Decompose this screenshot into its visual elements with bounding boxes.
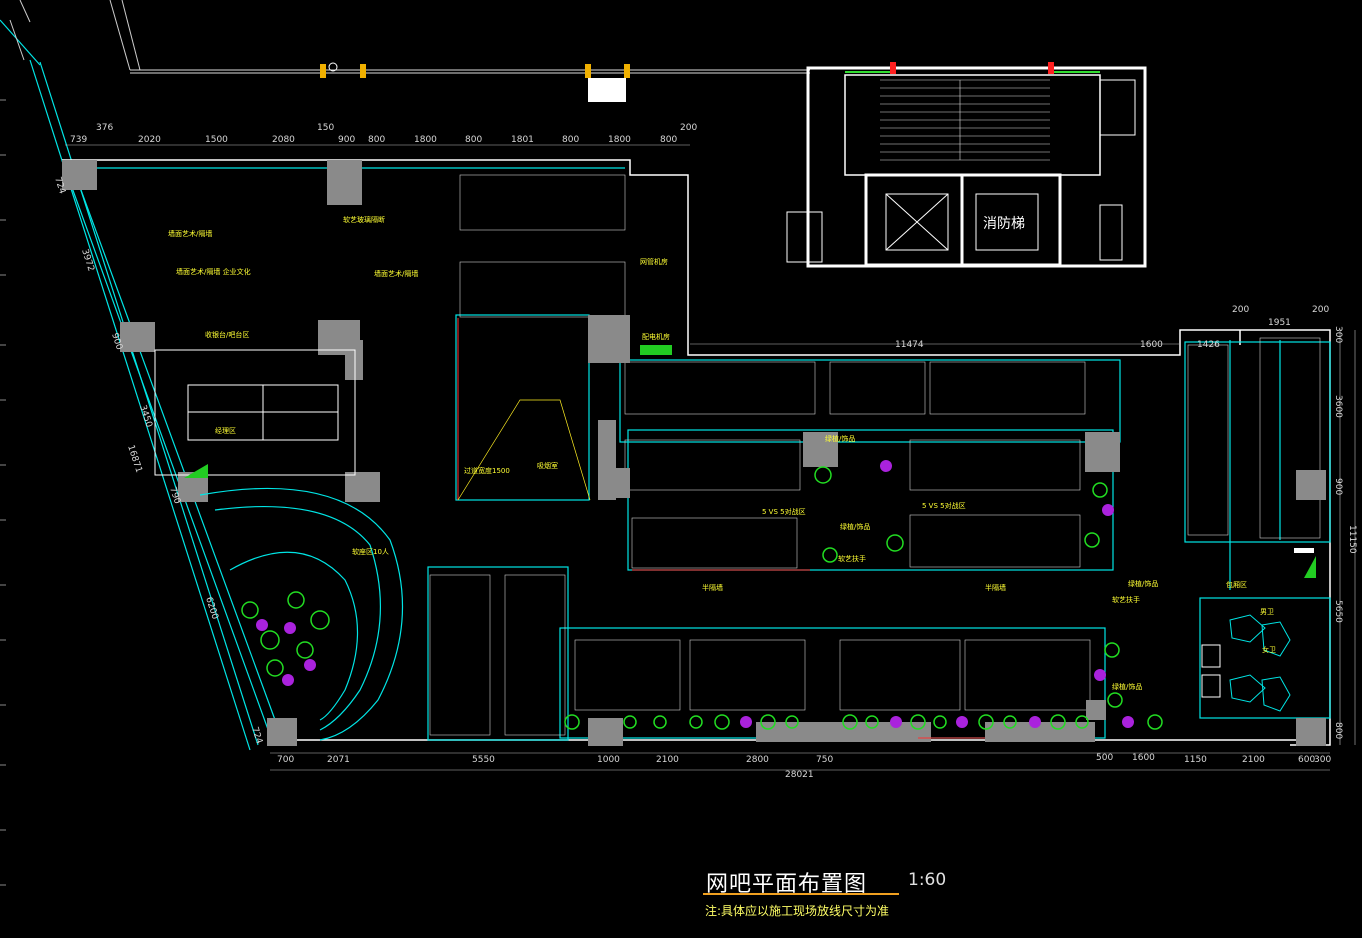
dimension-label: 网管机房 xyxy=(640,257,668,266)
dimension-label: 750 xyxy=(816,755,833,765)
dimension-label: 墙面艺术/隔墙 xyxy=(374,269,418,278)
dimension-label: 600 xyxy=(1298,755,1315,765)
dimension-label: 半隔墙 xyxy=(702,583,723,592)
dimension-label: 包厢区 xyxy=(1226,580,1247,589)
dimension-label: 半隔墙 xyxy=(985,583,1006,592)
dimension-label: 700 xyxy=(277,755,294,765)
dimension-label: 1000 xyxy=(597,755,620,765)
dimension-label: 1600 xyxy=(1132,753,1155,763)
stair-core: 消防梯 xyxy=(786,62,1147,268)
dimension-label: 3600 xyxy=(1333,395,1343,418)
dimension-label: 男卫 xyxy=(1260,608,1274,616)
dimension-label: 376 xyxy=(96,123,113,133)
dimension-label: 2800 xyxy=(746,755,769,765)
dimension-label: 16871 xyxy=(125,444,143,474)
dimension-label: 5 VS 5对战区 xyxy=(922,501,966,510)
bottom-dimensions: 700 2071 5550 1000 2100 2800 750 500 160… xyxy=(277,753,1331,780)
dimension-label: 5650 xyxy=(1333,600,1343,623)
dimension-label: 800 xyxy=(1333,722,1343,739)
dimension-label: 800 xyxy=(562,135,579,145)
dimension-label: 经理区 xyxy=(215,426,236,435)
room-labels: 收银台/吧台区 经理区 网管机房 配电机房 软艺玻璃隔断 墙面艺术/隔墙 墙面艺… xyxy=(168,215,1276,691)
dimension-label: 2100 xyxy=(656,755,679,765)
dimension-label: 900 xyxy=(338,135,355,145)
fire-elevator-label: 消防梯 xyxy=(983,216,1025,232)
desk-grid xyxy=(429,174,1321,736)
dimension-label: 墙面艺术/隔墙 企业文化 xyxy=(176,267,251,276)
dimension-label: 3972 xyxy=(79,248,96,273)
drawing-scale: 1:60 xyxy=(908,870,947,890)
plants xyxy=(241,460,1163,730)
toilet-fixtures xyxy=(1201,614,1291,712)
drawing-note: 注:具体应以施工现场放线尺寸为准 xyxy=(705,904,890,918)
lounge-curve xyxy=(199,487,404,741)
dimension-label: 150 xyxy=(317,123,334,133)
dimension-label: 1150 xyxy=(1184,755,1207,765)
drawing-title: 网吧平面布置图 xyxy=(706,872,868,897)
dimension-label: 5550 xyxy=(472,755,495,765)
dimension-label: 300 xyxy=(1333,326,1343,343)
dimension-label: 吸烟室 xyxy=(537,461,558,470)
dimension-label: 1951 xyxy=(1268,318,1291,328)
columns xyxy=(62,160,1326,746)
dimension-label: 1600 xyxy=(1140,340,1163,350)
dimension-label: 过道宽度1500 xyxy=(464,466,510,475)
dimension-label: 28021 xyxy=(785,770,814,780)
dimension-label: 女卫 xyxy=(1262,645,1276,654)
dimension-label: 800 xyxy=(368,135,385,145)
dimension-label: 绿植/饰品 xyxy=(1112,682,1142,691)
dimension-label: 200 xyxy=(1312,305,1329,315)
dimension-label: 2020 xyxy=(138,135,161,145)
right-dimensions: 200 1951 200 300 3600 900 11150 5650 800… xyxy=(895,305,1357,739)
dimension-label: 800 xyxy=(660,135,677,145)
dimension-label: 配电机房 xyxy=(642,332,670,341)
dimension-label: 绿植/饰品 xyxy=(840,522,870,531)
dimension-label: 软艺扶手 xyxy=(838,554,866,563)
dimension-label: 墙面艺术/隔墙 xyxy=(168,229,212,238)
dimension-label: 800 xyxy=(465,135,482,145)
dimension-label: 2071 xyxy=(327,755,350,765)
dimension-label: 5 VS 5对战区 xyxy=(762,507,806,516)
dimension-label: 11474 xyxy=(895,340,924,350)
dimension-label: 1801 xyxy=(511,135,534,145)
dimension-label: 200 xyxy=(1232,305,1249,315)
dimension-label: 500 xyxy=(1096,753,1113,763)
left-ruler xyxy=(0,99,6,886)
dimension-label: 200 xyxy=(680,123,697,133)
dimension-label: 724 xyxy=(249,726,264,746)
dimension-label: 1800 xyxy=(608,135,631,145)
cyan-partitions xyxy=(68,167,1331,741)
dimension-label: 1426 xyxy=(1197,340,1220,350)
dimension-label: 11150 xyxy=(1347,525,1357,554)
dimension-label: 绿植/饰品 xyxy=(1128,579,1158,588)
dimension-label: 软艺玻璃隔断 xyxy=(343,215,385,224)
dimension-label: 300 xyxy=(1314,755,1331,765)
dimension-label: 软艺扶手 xyxy=(1112,595,1140,604)
dimension-label: 2100 xyxy=(1242,755,1265,765)
dimension-label: 绿植/饰品 xyxy=(825,434,855,443)
dimension-label: 收银台/吧台区 xyxy=(205,330,249,339)
dimension-label: 900 xyxy=(1333,478,1343,495)
dimension-lines xyxy=(65,144,1356,771)
dimension-label: 1800 xyxy=(414,135,437,145)
top-dimensions: 739 376 2020 1500 2080 150 900 800 1800 … xyxy=(70,123,697,145)
dimension-label: 739 xyxy=(70,135,87,145)
dimension-label: 2080 xyxy=(272,135,295,145)
dimension-label: 1500 xyxy=(205,135,228,145)
title-underline xyxy=(703,893,899,895)
dimension-label: 软座区10人 xyxy=(352,547,389,556)
dimension-label: 6200 xyxy=(203,596,220,621)
